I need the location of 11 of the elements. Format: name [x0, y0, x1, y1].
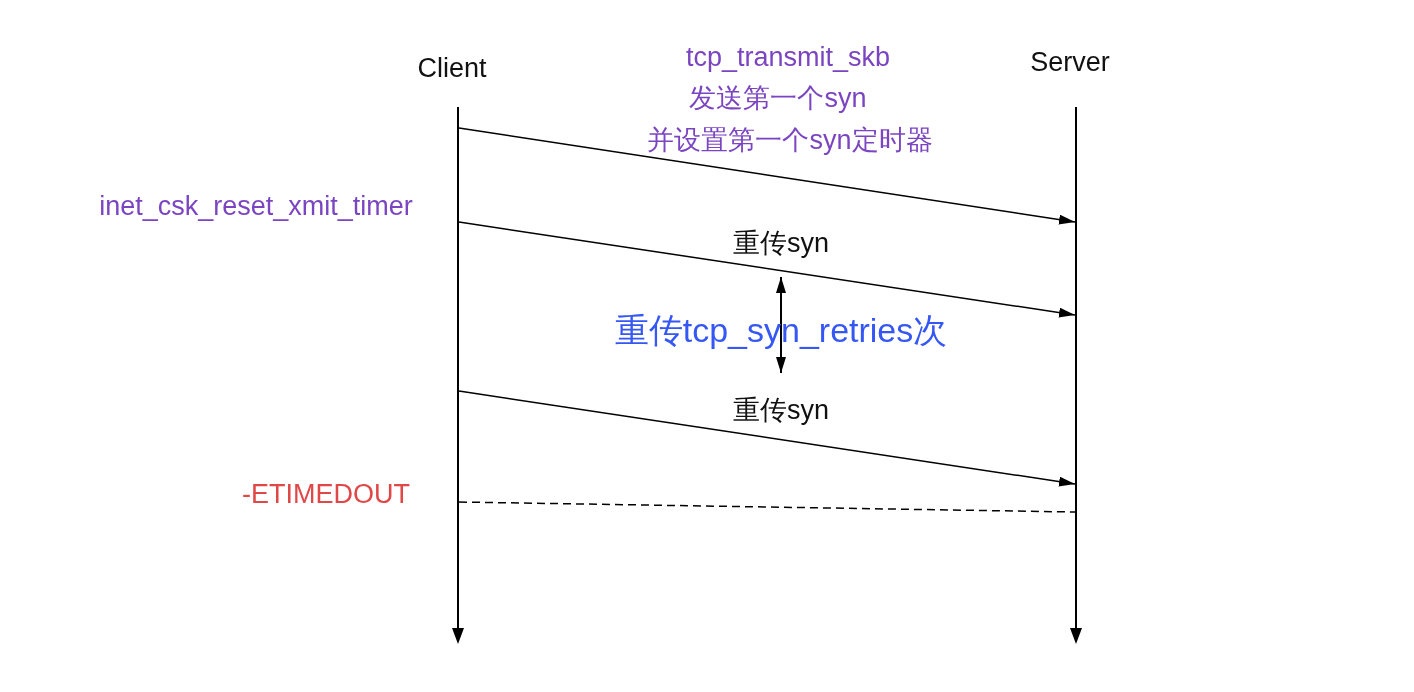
message-arrow — [458, 127, 1076, 225]
function-name: tcp_transmit_skb — [685, 40, 891, 74]
error-code: -ETIMEDOUT — [242, 477, 410, 511]
message-arrow — [458, 390, 1076, 487]
annotation: 发送第一个syn — [689, 81, 867, 115]
annotation: 并设置第一个syn定时器 — [647, 123, 933, 157]
message-arrow — [458, 221, 1076, 318]
dashed-line — [458, 501, 1076, 513]
lifeline-label: Server — [1030, 45, 1110, 79]
function-name: inet_csk_reset_xmit_timer — [99, 189, 413, 223]
lifeline-label: Client — [417, 51, 487, 85]
